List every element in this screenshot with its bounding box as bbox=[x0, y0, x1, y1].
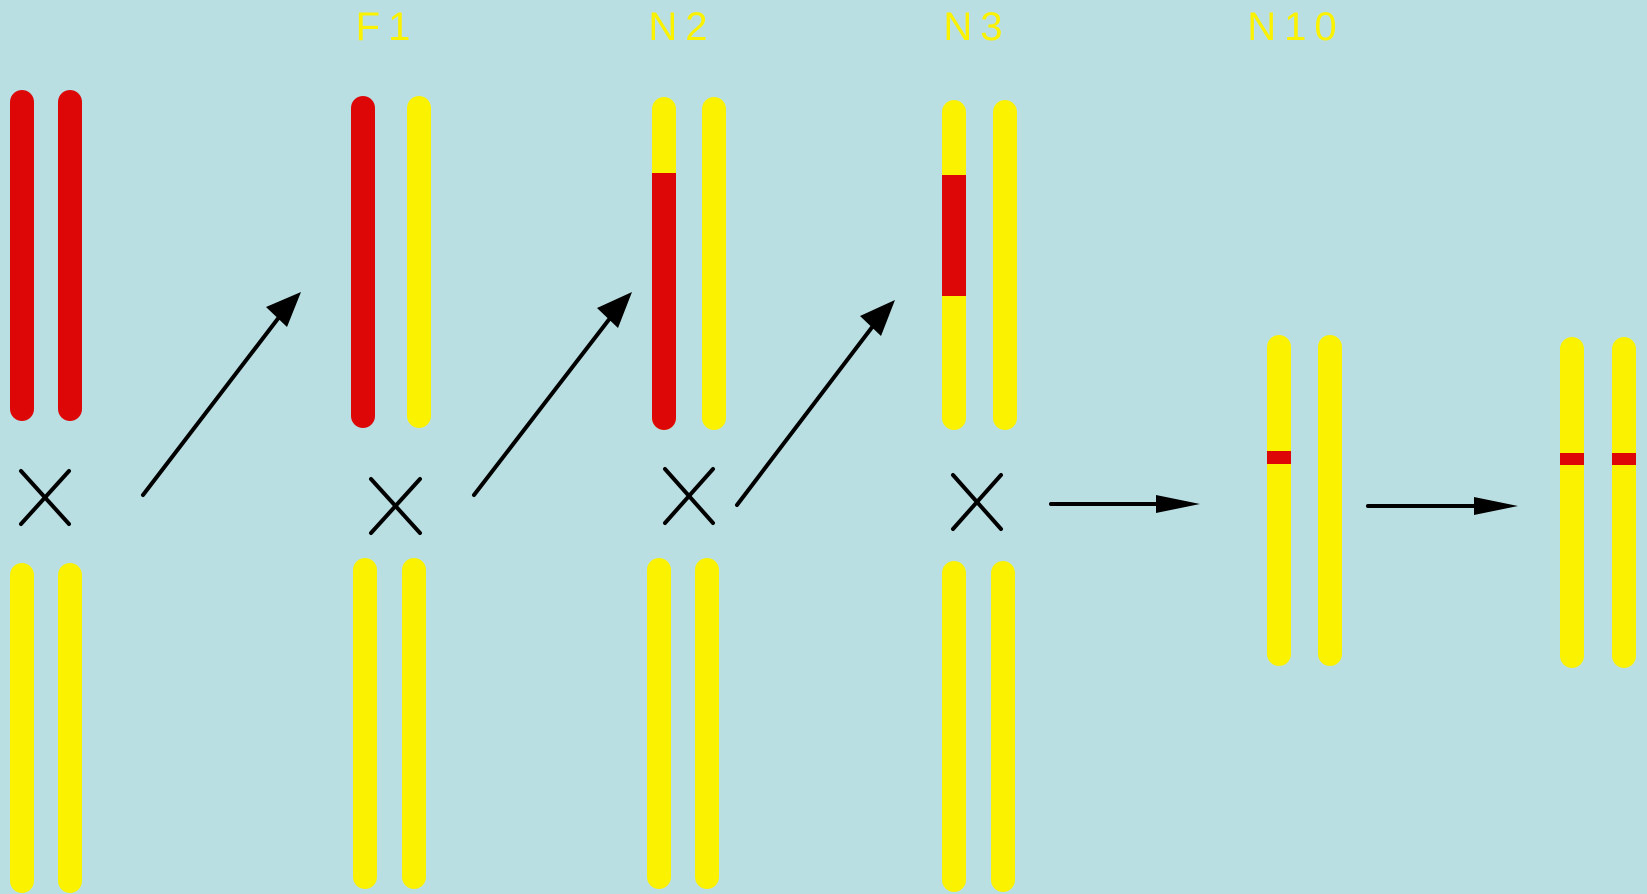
recurrent-chromosome bbox=[993, 100, 1017, 430]
donor-parent-pair bbox=[10, 90, 82, 421]
label-n2: N2 bbox=[648, 5, 715, 49]
homozygous-pair bbox=[1560, 337, 1636, 668]
donor-chromosome bbox=[58, 90, 82, 421]
recurrent-chromosome bbox=[942, 561, 966, 892]
donor-segment bbox=[942, 175, 966, 296]
arrow bbox=[141, 292, 301, 497]
f1-pair bbox=[351, 96, 431, 428]
arrow bbox=[472, 292, 632, 497]
recurrent-chromosome bbox=[10, 563, 34, 893]
cross-symbol bbox=[951, 473, 1003, 531]
arrow bbox=[1049, 495, 1200, 513]
label-n3: N3 bbox=[943, 5, 1010, 49]
n2-pair bbox=[652, 97, 726, 430]
donor-segment bbox=[1267, 451, 1291, 464]
donor-segment bbox=[1560, 453, 1584, 465]
recurrent-chromosome bbox=[702, 97, 726, 430]
n10-pair bbox=[1267, 335, 1342, 666]
donor-segment bbox=[1612, 453, 1636, 465]
recurrent-chromosome bbox=[647, 558, 671, 889]
cross-symbol bbox=[663, 467, 715, 525]
n3-pair bbox=[942, 100, 1017, 430]
recurrent-parent-pair bbox=[10, 563, 82, 893]
recurrent-chromosome bbox=[58, 563, 82, 893]
cross-symbol bbox=[369, 477, 422, 535]
recurrent-chromosome bbox=[402, 558, 426, 889]
label-f1: F1 bbox=[356, 5, 419, 49]
donor-segment bbox=[652, 173, 676, 430]
recurrent-parent-pair bbox=[647, 558, 719, 889]
arrow bbox=[735, 300, 895, 507]
introgressed-chromosome bbox=[1267, 335, 1291, 666]
donor-chromosome bbox=[351, 96, 375, 428]
introgressed-chromosome bbox=[1560, 337, 1584, 668]
cross-symbol bbox=[19, 469, 71, 526]
introgressed-chromosome bbox=[1612, 337, 1636, 668]
recurrent-chromosome bbox=[991, 561, 1015, 892]
recurrent-chromosome bbox=[695, 558, 719, 889]
recurrent-parent-pair bbox=[353, 558, 426, 889]
arrow bbox=[1366, 497, 1518, 515]
recurrent-chromosome bbox=[353, 558, 377, 889]
recurrent-parent-pair bbox=[942, 561, 1015, 892]
label-n10: N10 bbox=[1247, 5, 1344, 49]
recurrent-chromosome bbox=[1318, 335, 1342, 666]
recurrent-chromosome bbox=[407, 96, 431, 428]
donor-chromosome bbox=[10, 90, 34, 421]
